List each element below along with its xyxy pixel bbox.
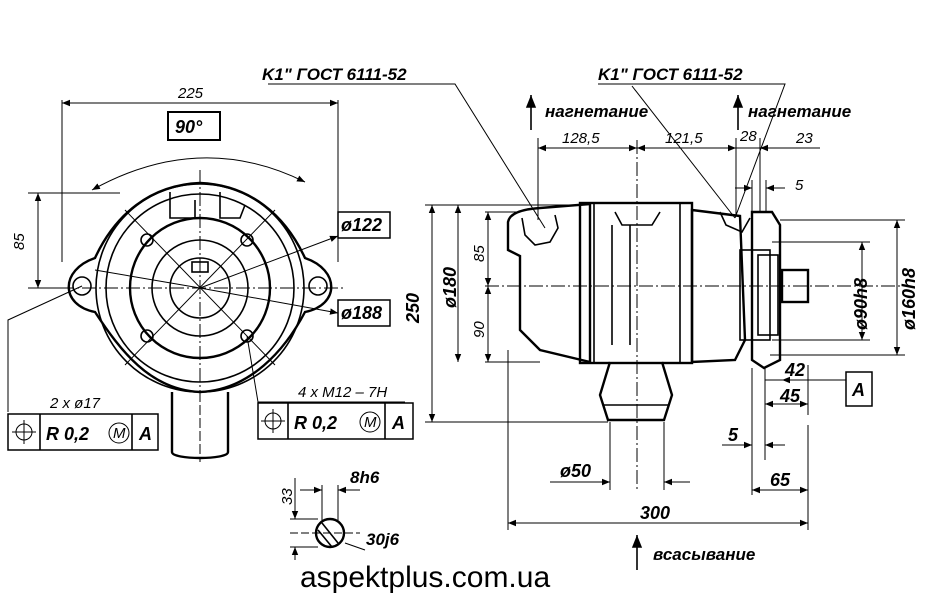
tapped-hole bbox=[240, 233, 254, 247]
tapped-hole bbox=[140, 233, 154, 247]
datum-box bbox=[845, 371, 873, 407]
holes2-label: 2 x ø17 bbox=[49, 395, 101, 412]
dim-121-5-label: 121,5 bbox=[665, 130, 703, 147]
dim-5-top-label: 5 bbox=[795, 177, 804, 194]
angle-arc bbox=[91, 157, 306, 191]
dia30-label: 30j6 bbox=[366, 530, 400, 549]
hatch bbox=[317, 529, 333, 548]
suction-port bbox=[598, 361, 674, 422]
gost-left-label: K1" ГОСТ 6111-52 bbox=[262, 65, 407, 84]
holes4-label: 4 x M12 – 7H bbox=[298, 384, 387, 401]
tol-right-datum: A bbox=[391, 413, 405, 433]
angle-box bbox=[167, 111, 221, 141]
dim-160h8-label: ø160h8 bbox=[899, 268, 919, 330]
dim-90-side-label: 90 bbox=[471, 321, 488, 338]
dim-33-label: 33 bbox=[279, 488, 296, 505]
dim-50-label: ø50 bbox=[560, 461, 591, 481]
leader-30j6 bbox=[344, 542, 366, 551]
housing-left bbox=[506, 202, 592, 364]
dim-45-label: 45 bbox=[779, 386, 801, 406]
dim-180-label: ø180 bbox=[440, 267, 460, 308]
dia188-label: ø188 bbox=[341, 303, 382, 323]
tol-left-leader bbox=[7, 285, 83, 412]
gost-right-leader bbox=[598, 83, 786, 219]
tol-left-mod: M bbox=[113, 425, 126, 442]
dim-42-label: 42 bbox=[784, 360, 805, 380]
ear-hole-right bbox=[308, 276, 328, 296]
leader-188 bbox=[199, 287, 339, 315]
dia188-box bbox=[337, 299, 391, 327]
tol-right-value: R 0,2 bbox=[294, 413, 337, 433]
dim-23-label: 23 bbox=[795, 130, 813, 147]
dim-28-label: 28 bbox=[739, 128, 757, 145]
dia122-label: ø122 bbox=[341, 215, 382, 235]
boss-right bbox=[219, 192, 246, 219]
gost-left-leader bbox=[268, 83, 546, 229]
tol-left-datum: A bbox=[138, 424, 152, 444]
boss-left bbox=[169, 192, 196, 219]
housing-right bbox=[690, 208, 747, 364]
dim-85-side-label: 85 bbox=[471, 245, 488, 262]
ear-hole-left bbox=[72, 276, 92, 296]
shaft-section: 33 8h6 30j6 bbox=[279, 468, 400, 560]
watermark: aspektplus.com.ua bbox=[300, 561, 550, 594]
tol-right-leader bbox=[246, 335, 405, 403]
angle-label: 90° bbox=[175, 117, 203, 137]
dia122-box bbox=[337, 211, 391, 239]
port-left bbox=[521, 214, 559, 246]
discharge-left-label: нагнетание bbox=[545, 102, 648, 121]
tapped-hole bbox=[240, 329, 254, 343]
side-view: K1" ГОСТ 6111-52 K1" ГОСТ 6111-52 нагнет… bbox=[262, 65, 919, 570]
key-label: 8h6 bbox=[350, 468, 380, 487]
dim-225-label: 225 bbox=[177, 85, 204, 102]
tol-right-mod: M bbox=[364, 414, 377, 431]
pilot-inner bbox=[757, 254, 779, 336]
suction-label: всасывание bbox=[653, 545, 755, 564]
tol-frame-left: R 0,2 M A bbox=[7, 413, 159, 451]
gost-right-leader-2 bbox=[631, 85, 736, 219]
dim-90h8-label: ø90h8 bbox=[851, 278, 871, 330]
front-view: 225 90° 85 ø122 ø188 2 x ø17 R 0,2 M A bbox=[7, 85, 414, 462]
gost-right-label: K1" ГОСТ 6111-52 bbox=[598, 65, 743, 84]
dim-65-label: 65 bbox=[770, 470, 791, 490]
tapped-hole bbox=[140, 329, 154, 343]
discharge-right-label: нагнетание bbox=[748, 102, 851, 121]
flange-side bbox=[750, 210, 782, 370]
tol-left-value: R 0,2 bbox=[46, 424, 89, 444]
dim-5-bot-label: 5 bbox=[728, 425, 739, 445]
dim-128-5-label: 128,5 bbox=[562, 130, 600, 147]
leader-inner bbox=[94, 269, 201, 289]
housing-center bbox=[578, 201, 694, 365]
dim-250-label: 250 bbox=[403, 293, 423, 324]
pilot bbox=[739, 249, 771, 341]
dim-300-label: 300 bbox=[640, 503, 670, 523]
datum-label: A bbox=[851, 380, 865, 400]
leader-122 bbox=[199, 235, 339, 289]
dim-85-front-label: 85 bbox=[11, 233, 28, 250]
port-right bbox=[719, 211, 751, 234]
tol-frame-right: R 0,2 M A bbox=[257, 402, 414, 440]
